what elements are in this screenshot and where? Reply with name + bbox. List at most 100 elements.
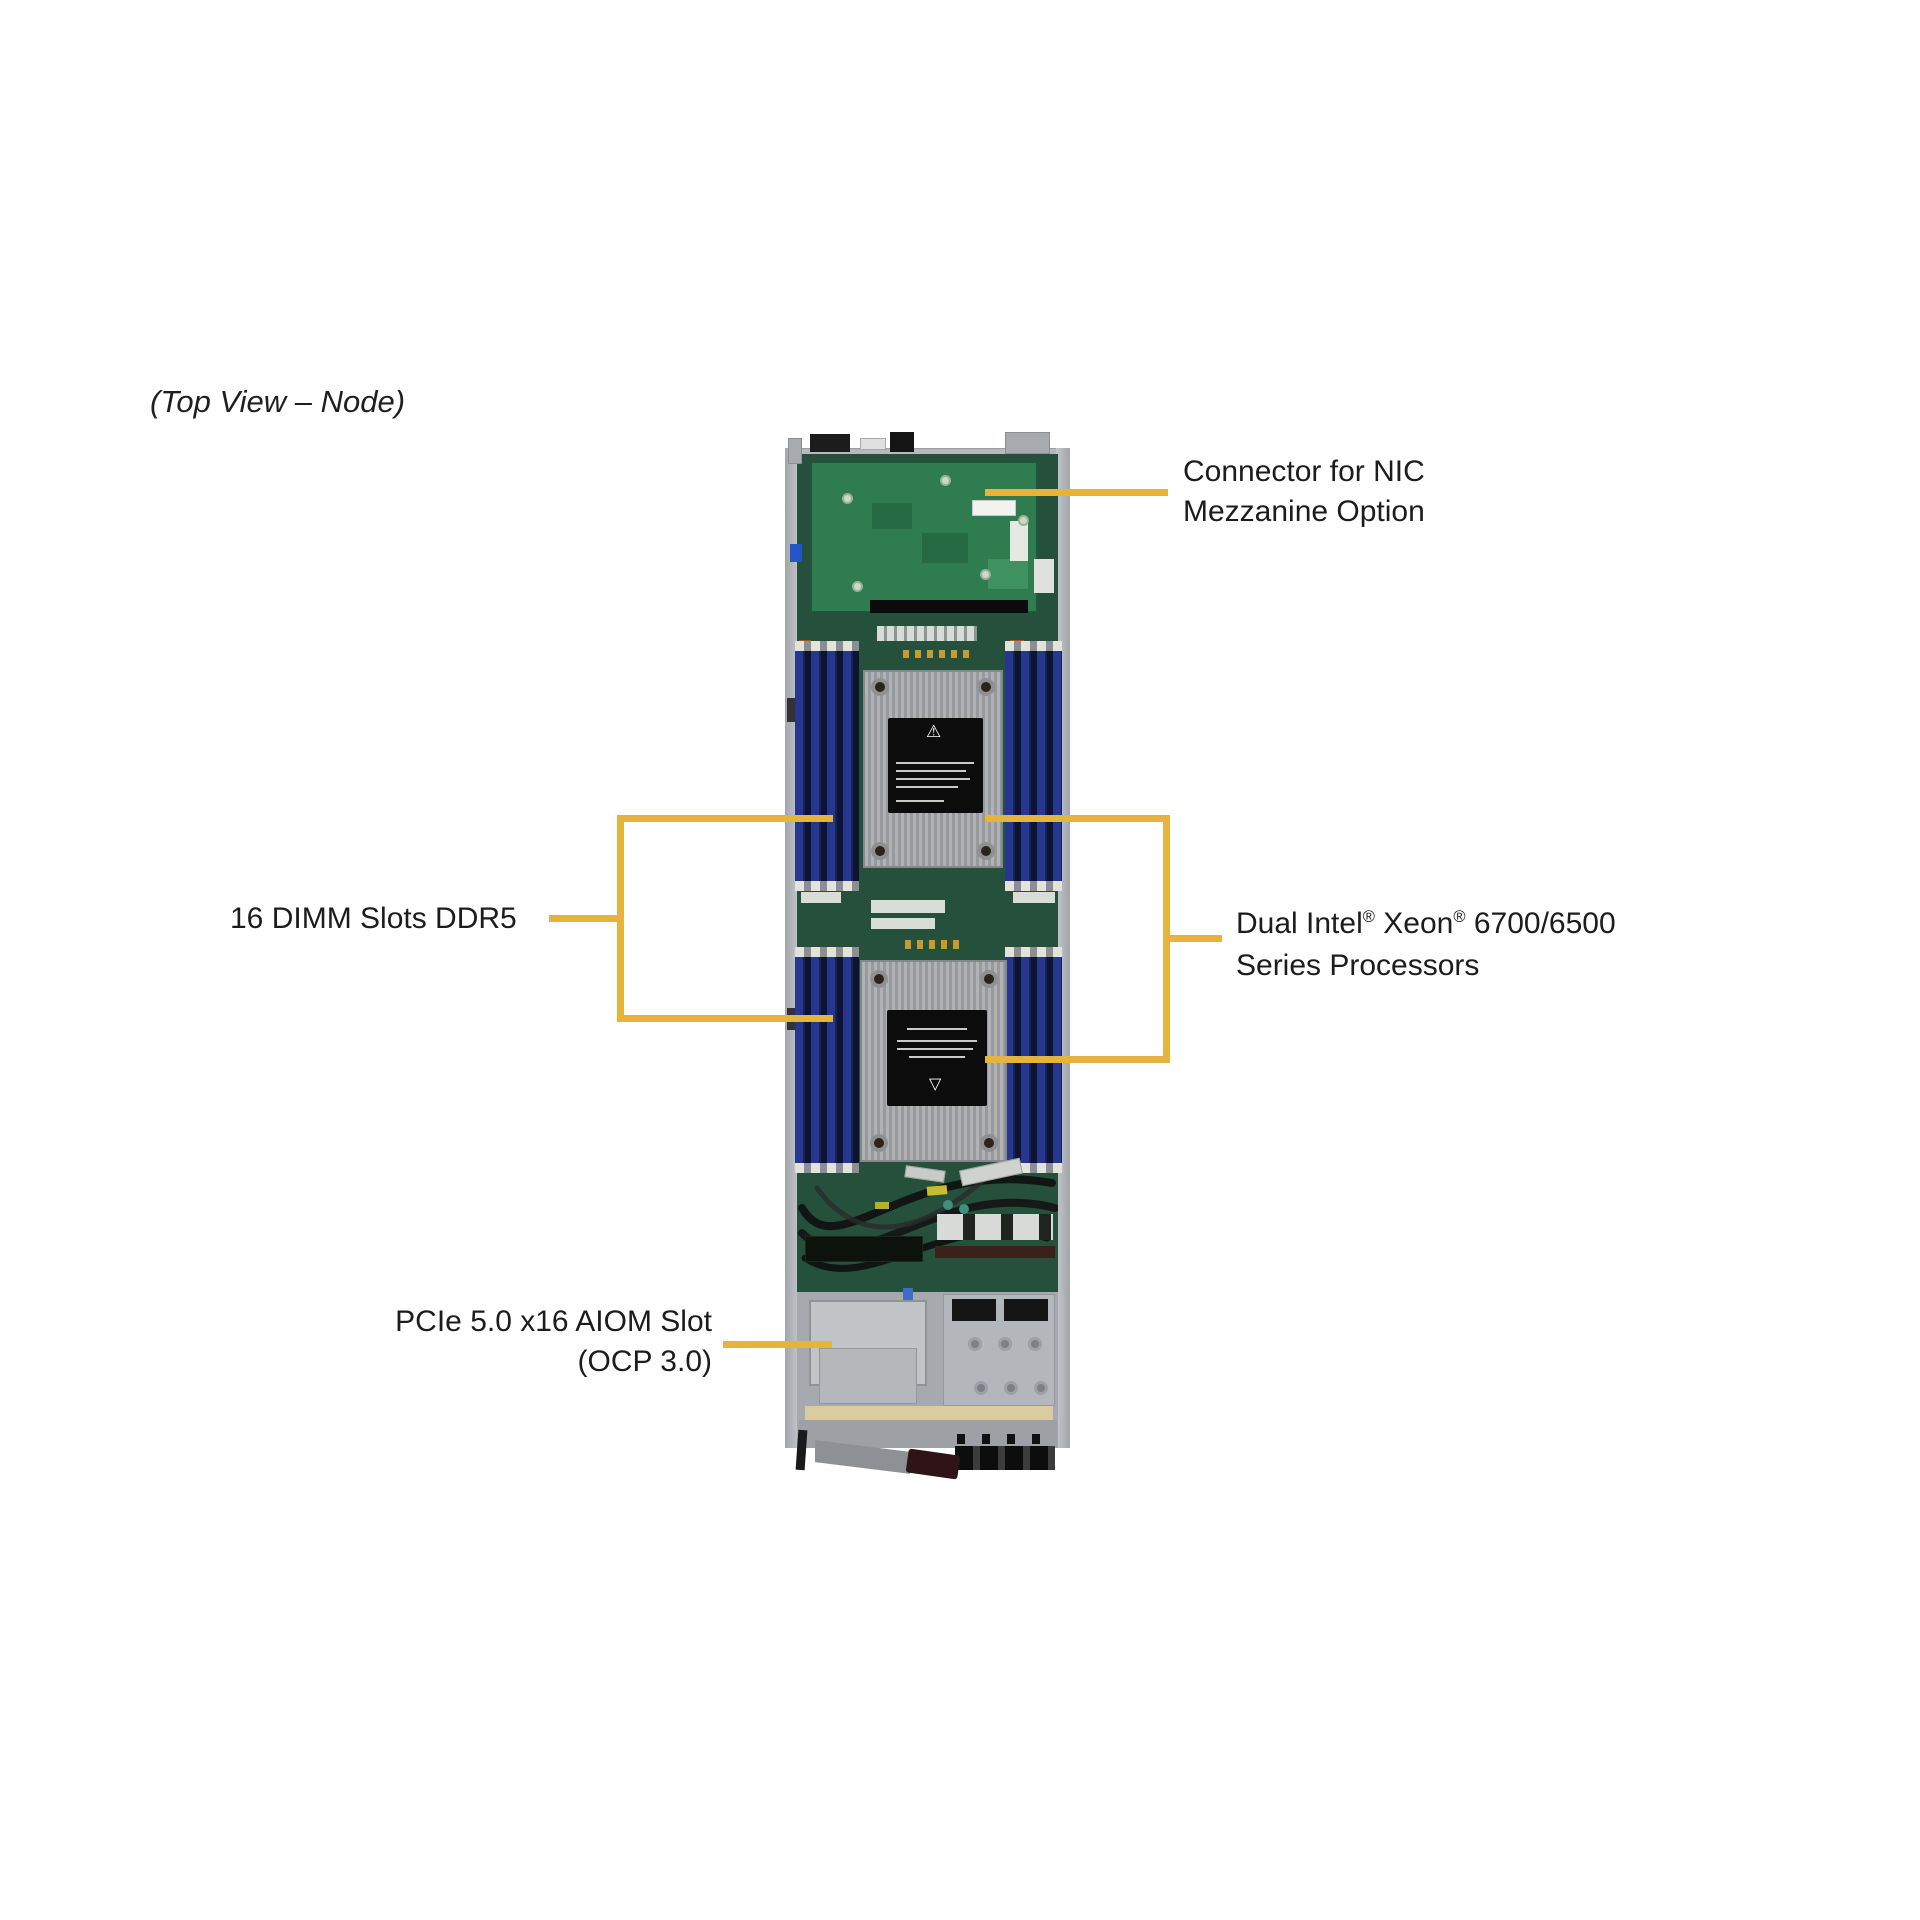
callout-bracket-cpu-top-arm (985, 815, 1170, 822)
triangle-mark-icon: ▽ (929, 1074, 942, 1093)
top-edge-connector (890, 432, 914, 452)
heatsink-screw (980, 970, 998, 988)
warning-triangle-icon: ⚠ (926, 722, 942, 742)
callout-label-nic-line1: Connector for NIC (1183, 455, 1425, 488)
label-text-line (897, 1048, 973, 1050)
top-edge-connector (810, 434, 850, 452)
label-text-line (896, 800, 944, 802)
screw (940, 475, 951, 486)
nic-mezzanine-board (811, 462, 1054, 612)
board-connector (801, 892, 841, 903)
chassis-clip (788, 438, 802, 464)
label-text-line (909, 1056, 965, 1058)
callout-label-aiom-line1: PCIe 5.0 x16 AIOM Slot (395, 1305, 712, 1338)
dimm-bank-bottom-left (795, 947, 859, 1173)
board-component (872, 503, 912, 529)
board-component (1010, 521, 1028, 561)
callout-line-nic (985, 489, 1168, 496)
rail-component (787, 698, 797, 722)
label-text-line (907, 1028, 967, 1030)
label-text-line (897, 1040, 977, 1042)
screw (1034, 1381, 1048, 1395)
board-component (1034, 559, 1054, 593)
callout-label-aiom-line2: (OCP 3.0) (577, 1345, 713, 1378)
side-port (790, 544, 802, 562)
callout-bracket-cpu-bottom-arm (985, 1056, 1170, 1063)
screw (998, 1337, 1012, 1351)
board-component (935, 1246, 1055, 1258)
screw (1028, 1337, 1042, 1351)
bottom-pin (1032, 1434, 1040, 1444)
screw (1004, 1381, 1018, 1395)
registered-mark: ® (1453, 908, 1466, 926)
release-latch (905, 1448, 961, 1480)
aiom-slot-bay-inner (819, 1348, 917, 1404)
cage-slot (1004, 1299, 1048, 1321)
heatsink-screw (871, 678, 889, 696)
dimm-bank-top-right (1005, 641, 1062, 891)
label-text-line (896, 786, 958, 788)
board-connector (877, 626, 977, 641)
board-connector (1013, 892, 1055, 903)
registered-mark: ® (1362, 908, 1375, 926)
callout-line-cpu-stub (1170, 935, 1222, 942)
drive-cage (943, 1294, 1055, 1406)
callout-bracket-cpu-stem (1163, 815, 1170, 1063)
screw (1018, 515, 1029, 526)
board-component (875, 1202, 889, 1209)
screw (974, 1381, 988, 1395)
mezzanine-connector (870, 600, 1028, 613)
dimm-bank-top-left (795, 641, 859, 891)
callout-label-cpu: Dual Intel® Xeon® 6700/6500 Series Proce… (1236, 896, 1616, 987)
callout-label-nic-line2: Mezzanine Option (1183, 495, 1425, 528)
heatsink-screw (977, 842, 995, 860)
callout-label-dimm: 16 DIMM Slots DDR5 (230, 902, 517, 935)
heatsink-screw (871, 842, 889, 860)
chassis-clip (1005, 432, 1050, 454)
board-connector (871, 900, 945, 913)
label-text-line (896, 762, 974, 764)
rear-connector-row (955, 1446, 1055, 1470)
board-component (959, 1204, 969, 1214)
cpu2-heatsink-label: ▽ (887, 1010, 987, 1106)
screw (968, 1337, 982, 1351)
board-component (988, 559, 1028, 589)
cpu-label-text: Dual Intel (1236, 907, 1363, 940)
callout-bracket-dimm-stem (617, 815, 624, 1022)
callout-label-aiom: PCIe 5.0 x16 AIOM Slot (OCP 3.0) (300, 1302, 712, 1382)
board-component (943, 1200, 953, 1210)
figure-title: (Top View – Node) (150, 384, 406, 419)
callout-label-cpu-line2: Series Processors (1236, 949, 1480, 982)
callout-line-aiom (723, 1341, 832, 1348)
board-component (905, 940, 965, 949)
server-node-photo: ⚠ ▽ (785, 432, 1070, 1480)
cage-slot (952, 1299, 996, 1321)
latch-lever (795, 1429, 808, 1471)
screw (980, 569, 991, 580)
callout-label-nic: Connector for NIC Mezzanine Option (1183, 452, 1425, 532)
board-component (926, 1185, 948, 1196)
bottom-pin (1007, 1434, 1015, 1444)
heatsink-screw (870, 970, 888, 988)
cpu-label-text: 6700/6500 (1465, 907, 1616, 940)
callout-bracket-dimm-top-arm (617, 815, 833, 822)
heatsink-screw (977, 678, 995, 696)
mezzanine-sticker-label (972, 500, 1016, 516)
callout-line-dimm-stub (549, 915, 617, 922)
cpu1-heatsink: ⚠ (863, 670, 1003, 868)
cpu1-heatsink-label: ⚠ (888, 718, 983, 813)
edge-slot-connector (805, 1236, 923, 1262)
heatsink-screw (870, 1134, 888, 1152)
bottom-pin (982, 1434, 990, 1444)
bottom-pin (957, 1434, 965, 1444)
board-connector (937, 1214, 1053, 1240)
board-component (922, 533, 968, 563)
top-edge-connector (860, 438, 886, 450)
chassis-edge-strip (805, 1406, 1053, 1420)
board-connector (871, 918, 935, 929)
screw (842, 493, 853, 504)
heatsink-screw (980, 1134, 998, 1152)
callout-bracket-dimm-bottom-arm (617, 1015, 833, 1022)
label-text-line (896, 770, 966, 772)
